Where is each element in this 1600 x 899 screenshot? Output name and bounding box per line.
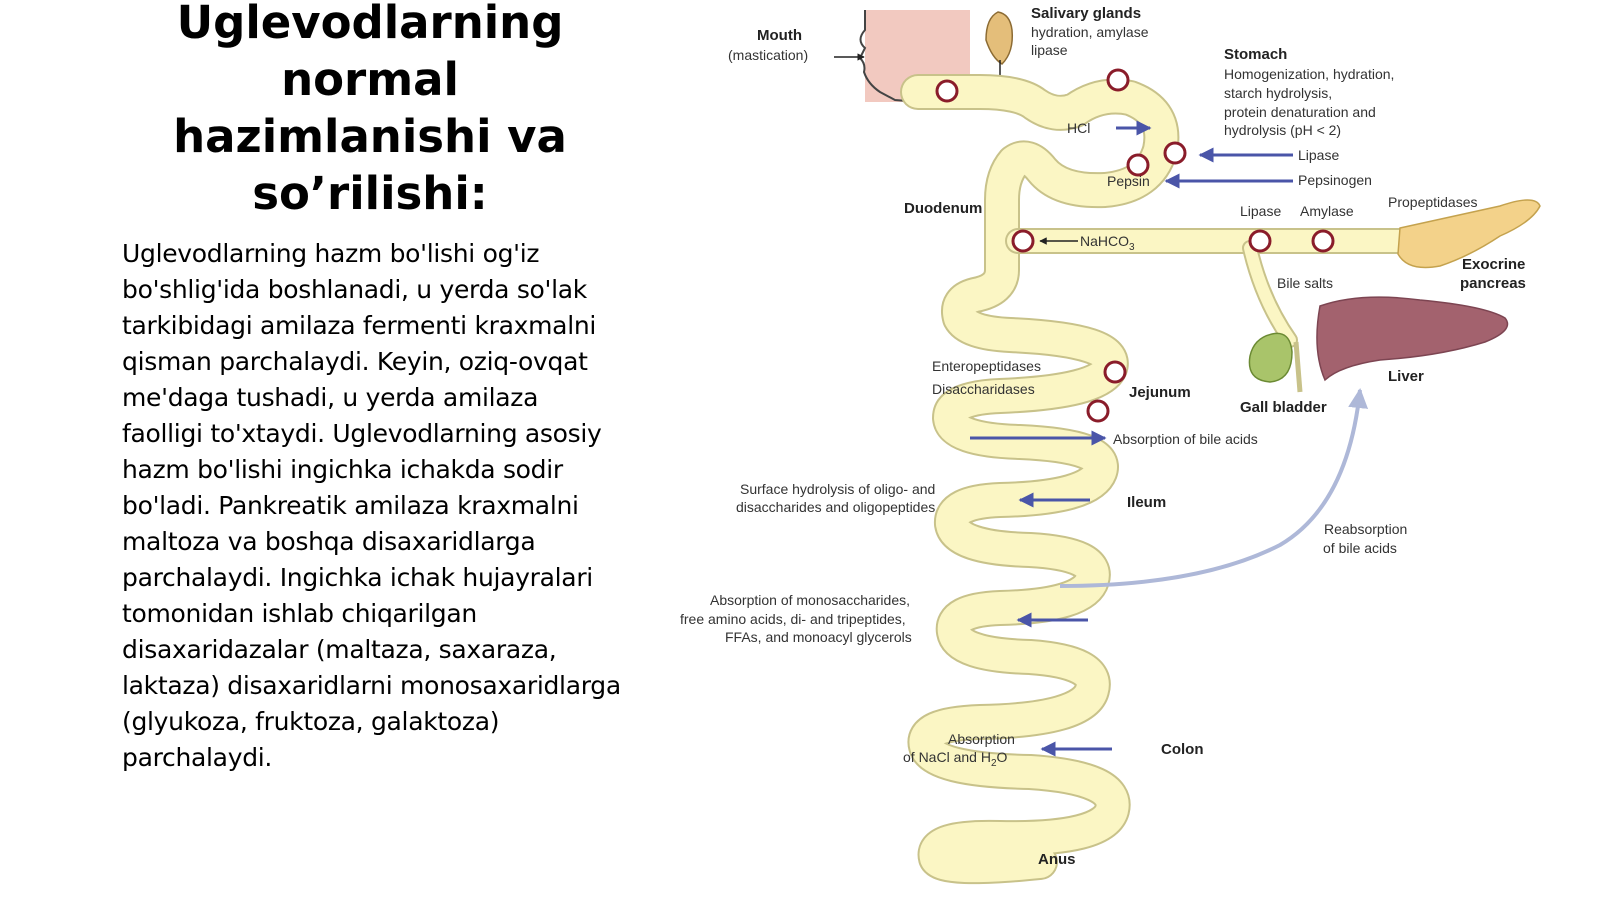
label-pepsin: Pepsin (1107, 173, 1150, 189)
label-stomach-1: Homogenization, hydration, (1224, 66, 1394, 82)
label-disaccharidases: Disaccharidases (932, 381, 1035, 397)
head-profile (858, 10, 921, 103)
label-salivary-2: lipase (1031, 42, 1068, 58)
enzyme-marker-stomach (1163, 141, 1187, 165)
label-gall-bladder: Gall bladder (1240, 399, 1327, 416)
label-liver: Liver (1388, 368, 1424, 385)
gall-bladder-shape (1248, 332, 1293, 383)
label-nahco3: NaHCO3 (1080, 233, 1135, 253)
enzyme-marker-salivary (1106, 68, 1130, 92)
label-surface-2: disaccharides and oligopeptides (736, 499, 935, 515)
salivary-gland-shape (985, 11, 1014, 65)
label-mono-1: Absorption of monosaccharides, (710, 592, 910, 608)
enzyme-marker-amylase (1311, 229, 1335, 253)
enzyme-marker-pepsin (1126, 153, 1150, 177)
bile-duct-fill (1244, 242, 1296, 346)
label-jejunum: Jejunum (1129, 384, 1191, 401)
label-surface-1: Surface hydrolysis of oligo- and (740, 481, 935, 497)
enzyme-marker-nahco3 (1011, 229, 1035, 253)
label-salivary-1: hydration, amylase (1031, 24, 1149, 40)
label-pancreas: pancreas (1460, 275, 1526, 292)
pancreas-shape (1397, 199, 1541, 269)
label-amylase: Amylase (1300, 203, 1354, 219)
label-lipase-pancreas: Lipase (1240, 203, 1281, 219)
enzyme-marker-disaccharidase (1086, 399, 1110, 423)
label-absorption-nacl-1: Absorption (948, 731, 1015, 747)
label-absorption-nacl-2: of NaCl and H2O (903, 749, 1008, 769)
label-mastication: (mastication) (728, 47, 808, 63)
label-stomach-4: hydrolysis (pH < 2) (1224, 122, 1341, 138)
label-mouth: Mouth (757, 27, 802, 44)
label-bile-salts: Bile salts (1277, 275, 1333, 291)
enzyme-marker-mouth (935, 79, 959, 103)
enzyme-markers (935, 68, 1335, 423)
label-pepsinogen: Pepsinogen (1298, 172, 1372, 188)
label-reabsorption-1: Reabsorption (1324, 521, 1407, 537)
reabsorption-arrow (1059, 388, 1369, 588)
label-ileum: Ileum (1127, 494, 1166, 511)
slide-body-text: Uglevodlarning hazm bo'lishi og'iz bo'sh… (122, 239, 621, 772)
gi-tract-fill (902, 76, 1178, 883)
label-hcl: HCl (1067, 120, 1090, 136)
arrows (970, 120, 1293, 757)
label-exocrine: Exocrine (1462, 256, 1525, 273)
digestive-system-diagram: Mouth (mastication) Salivary glands hydr… (680, 5, 1541, 885)
label-lipase-stomach: Lipase (1298, 147, 1339, 163)
label-salivary-glands: Salivary glands (1031, 5, 1141, 22)
label-colon: Colon (1161, 741, 1204, 758)
liver-duct (1293, 341, 1303, 393)
slide-title: Uglevodlarning normal hazimlanishi va so… (173, 0, 567, 220)
label-enteropeptidases: Enteropeptidases (932, 358, 1041, 374)
enzyme-marker-lipase (1248, 229, 1272, 253)
label-absorption-bile: Absorption of bile acids (1113, 431, 1258, 447)
label-stomach-3: protein denaturation and (1224, 104, 1376, 120)
label-reabsorption-2: of bile acids (1323, 540, 1397, 556)
label-anus: Anus (1038, 851, 1076, 868)
label-mono-2: free amino acids, di- and tripeptides, (680, 611, 906, 627)
label-stomach-2: starch hydrolysis, (1224, 85, 1332, 101)
label-propeptidases: Propeptidases (1388, 194, 1478, 210)
enzyme-marker-enteropeptidase (1103, 360, 1127, 384)
label-duodenum: Duodenum (904, 200, 982, 217)
label-stomach: Stomach (1224, 46, 1287, 63)
label-mono-3: FFAs, and monoacyl glycerols (725, 629, 912, 645)
liver-shape (1316, 296, 1509, 382)
